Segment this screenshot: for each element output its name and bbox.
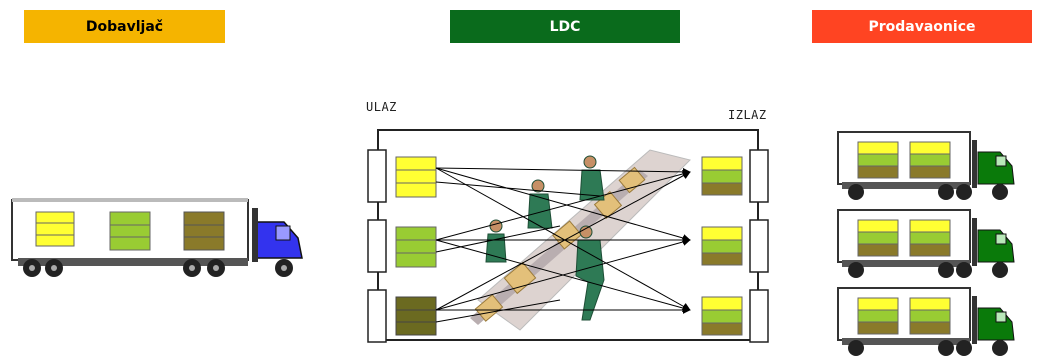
- workers: [485, 155, 605, 321]
- supplier-cargo-olive: [183, 211, 225, 251]
- output-docks: [749, 149, 769, 343]
- header-ldc-label: LDC: [549, 18, 581, 35]
- ldc-facility: [367, 129, 769, 343]
- supplier-truck-cab: [252, 208, 303, 262]
- store-truck-2: [837, 209, 1015, 278]
- boxes: [474, 166, 646, 322]
- supplier-cargo-green: [109, 211, 151, 251]
- input-label: ULAZ: [366, 100, 397, 114]
- output-pallet-3: [701, 296, 743, 336]
- header-supplier: Dobavljač: [24, 10, 225, 43]
- input-pallet-olive: [395, 296, 437, 336]
- header-ldc: LDC: [450, 10, 680, 43]
- header-stores: Prodavaonice: [812, 10, 1032, 43]
- flow-arrows: [435, 167, 691, 323]
- output-pallet-2: [701, 226, 743, 266]
- supplier-truck: [11, 198, 303, 277]
- output-pallet-1: [701, 156, 743, 196]
- output-label: IZLAZ: [728, 108, 767, 122]
- input-docks: [367, 149, 387, 343]
- input-pallet-yellow: [395, 156, 437, 198]
- header-stores-label: Prodavaonice: [868, 18, 976, 35]
- header-supplier-label: Dobavljač: [85, 18, 164, 35]
- store-truck-3: [837, 287, 1015, 356]
- supplier-cargo-yellow: [35, 211, 75, 247]
- input-pallet-green: [395, 226, 437, 268]
- store-truck-1: [837, 131, 1015, 200]
